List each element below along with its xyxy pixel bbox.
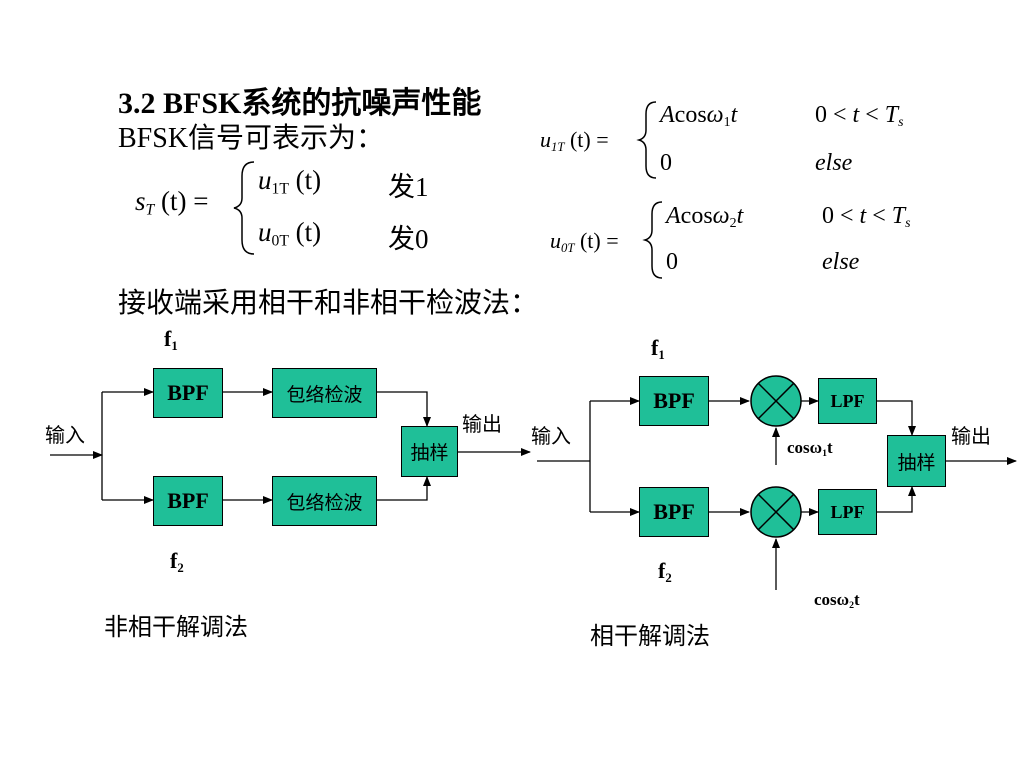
c-lpf1-to-sampler-arrow <box>877 400 916 436</box>
nc-env2-to-sampler-arrow <box>377 476 431 501</box>
nc-output-label: 输出 <box>462 412 502 436</box>
c-freq-label-1: f1 <box>651 335 665 362</box>
equation-u0T-row2-cond: else <box>822 249 860 275</box>
equation-sT-row1-cond: 发1 <box>388 172 429 202</box>
c-carrier-label-1: cosω1t <box>787 438 833 459</box>
equation-u0T: u0T (t) = <box>550 228 619 255</box>
equation-u1T-row1-cond: 0 < t < Ts <box>815 102 904 131</box>
equation-sT: sT (t) = <box>135 186 209 219</box>
section-title: 3.2 BFSK系统的抗噪声性能 <box>118 87 482 120</box>
c-carrier-label-2: cosω2t <box>814 590 860 611</box>
multiplier-icon-1 <box>750 375 802 427</box>
equation-u0T-row1-cond: 0 < t < Ts <box>822 203 911 232</box>
c-freq-label-2: f2 <box>658 558 672 585</box>
c-lpf-2: LPF <box>818 489 877 535</box>
multiplier-icon-2 <box>750 486 802 538</box>
c-output-label: 输出 <box>951 424 991 448</box>
equation-u1T-row2: 0 <box>660 150 672 176</box>
equation-u1T-row1: Acosω1t <box>660 102 738 131</box>
nc-envelope-detector-1: 包络检波 <box>272 368 377 418</box>
nc-envelope-detector-2: 包络检波 <box>272 476 377 526</box>
nc-caption: 非相干解调法 <box>104 613 248 641</box>
equation-braces <box>233 101 663 279</box>
nc-bpf-1: BPF <box>153 368 223 418</box>
nc-sampler: 抽样 <box>401 426 458 477</box>
nc-freq-label-2: f2 <box>170 548 184 575</box>
equation-u1T: u1T (t) = <box>540 127 609 154</box>
nc-input-label: 输入 <box>45 423 85 447</box>
c-lpf-1: LPF <box>818 378 877 424</box>
receiver-description: 接收端采用相干和非相干检波法： <box>118 288 539 319</box>
equation-sT-row1: u1T (t) <box>258 165 322 198</box>
c-bpf-2: BPF <box>639 487 709 537</box>
c-caption: 相干解调法 <box>590 622 710 650</box>
nc-bpf-2: BPF <box>153 476 223 526</box>
c-bpf-1: BPF <box>639 376 709 426</box>
c-lpf2-to-sampler-arrow <box>877 486 916 513</box>
equation-u0T-row1: Acosω2t <box>666 203 744 232</box>
equation-sT-row2-cond: 发0 <box>388 224 429 254</box>
equation-u1T-row2-cond: else <box>815 150 853 176</box>
nc-freq-label-1: f1 <box>164 326 178 353</box>
c-input-label: 输入 <box>531 424 571 448</box>
equation-u0T-row2: 0 <box>666 249 678 275</box>
equation-sT-row2: u0T (t) <box>258 217 322 250</box>
c-sampler: 抽样 <box>887 435 946 487</box>
nc-env1-to-sampler-arrow <box>377 391 431 427</box>
signal-description: BFSK信号可表示为： <box>118 123 385 154</box>
